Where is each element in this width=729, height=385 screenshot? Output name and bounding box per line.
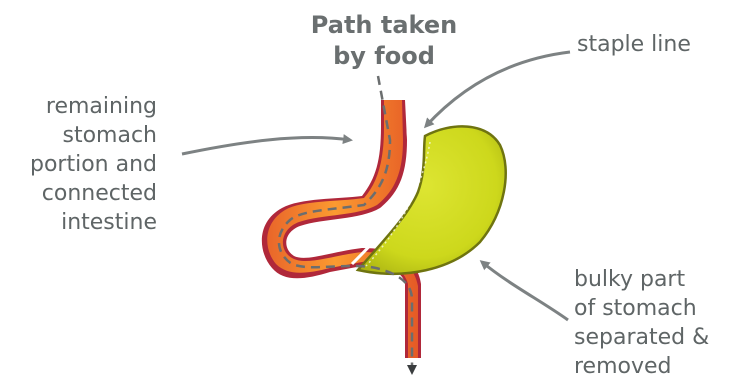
bulky-part-arrow — [482, 262, 568, 320]
food-path-title: Path taken by food — [284, 10, 484, 72]
remaining-label-line: portion and — [0, 150, 157, 179]
remaining-label-line: remaining — [0, 92, 157, 121]
bulky-label-line: separated & — [574, 323, 709, 352]
bulky-label-line: of stomach — [574, 294, 709, 323]
remaining-label-line: intestine — [0, 208, 157, 237]
title-line-2: by food — [284, 41, 484, 72]
remaining-label-line: connected — [0, 179, 157, 208]
staple-line-label: staple line — [577, 30, 691, 59]
title-line-1: Path taken — [284, 10, 484, 41]
remaining-stomach-label: remaining stomach portion and connected … — [0, 92, 157, 237]
remaining-label-line: stomach — [0, 121, 157, 150]
bulky-label-line: bulky part — [574, 265, 709, 294]
removed-stomach-label: bulky part of stomach separated & remove… — [574, 265, 709, 381]
remaining-stomach-arrow — [182, 138, 350, 154]
bulky-label-line: removed — [574, 352, 709, 381]
